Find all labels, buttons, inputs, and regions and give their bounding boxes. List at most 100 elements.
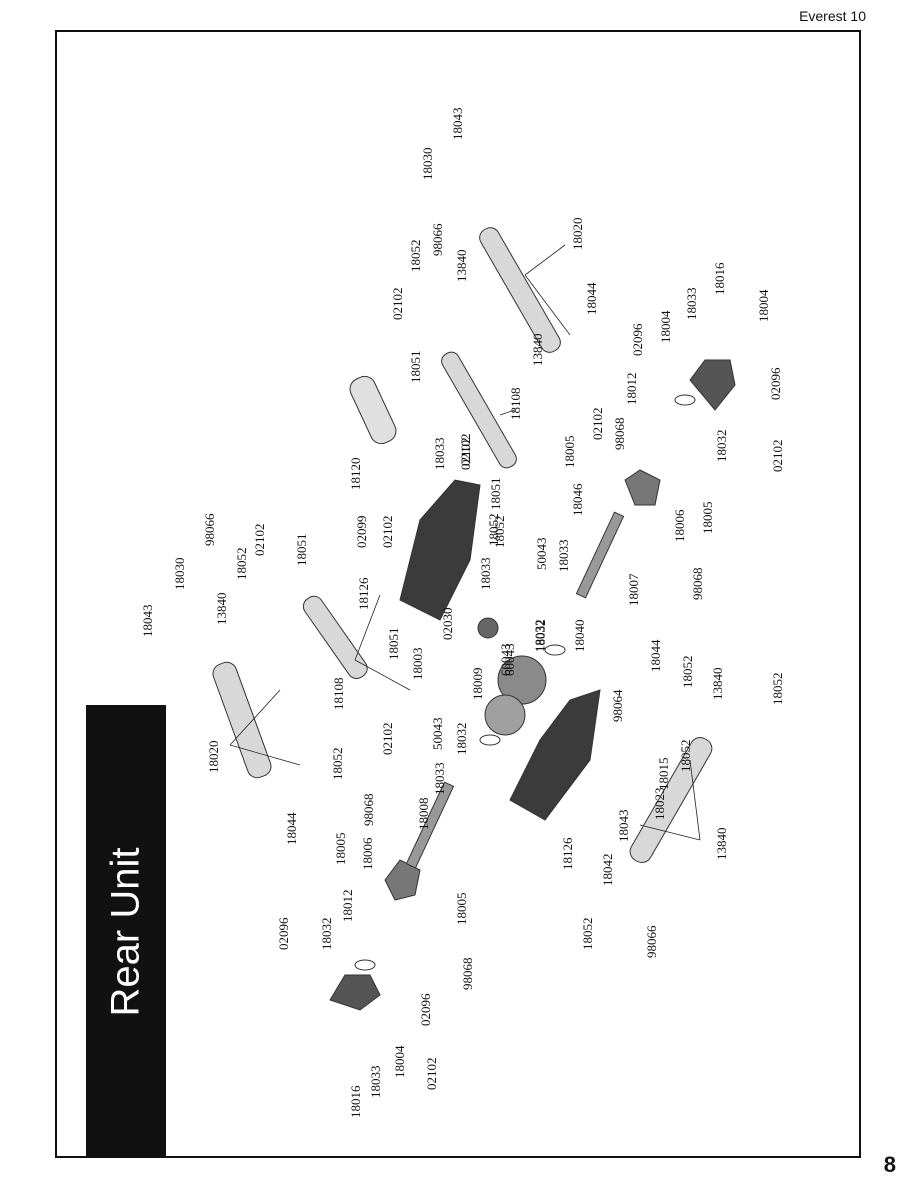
part-label: 02096: [276, 917, 291, 950]
part-label: 18052: [680, 656, 695, 689]
part-label: 18033: [432, 763, 447, 796]
part-label: 18051: [408, 351, 423, 384]
part-label: 18005: [454, 893, 469, 926]
bearing: [479, 734, 501, 746]
part-label: 18008: [416, 798, 431, 831]
part-label: 02102: [458, 438, 473, 471]
carrier-left: [384, 859, 421, 901]
axle-housing-upper: [399, 479, 481, 621]
part-label: 18007: [626, 573, 641, 606]
part-label: 18012: [340, 890, 355, 923]
document-header-title: Everest 10: [799, 8, 866, 24]
part-label: 60043: [502, 644, 517, 677]
part-label: 02102: [252, 524, 267, 557]
part-label: 18044: [284, 812, 299, 845]
part-label: 18044: [648, 639, 663, 672]
part-label: 18051: [386, 628, 401, 661]
bearing: [544, 644, 566, 656]
part-label: 18043: [616, 810, 631, 843]
part-label: 18020: [570, 218, 585, 251]
part-label: 13840: [530, 334, 545, 367]
part-label: 18033: [368, 1066, 383, 1099]
part-label: 18033: [556, 540, 571, 573]
part-label: 18032: [533, 620, 548, 653]
part-label: 18005: [700, 502, 715, 535]
part-label: 18033: [432, 438, 447, 471]
part-label: 18052: [770, 673, 785, 706]
part-label: 13840: [710, 668, 725, 701]
part-label: 18032: [714, 430, 729, 463]
knuckle-left: [329, 974, 381, 1011]
part-label: 18052: [678, 740, 693, 773]
part-label: 98068: [612, 418, 627, 451]
part-label: 18043: [140, 605, 155, 638]
rear-link-right: [441, 351, 517, 469]
part-label: 18042: [600, 854, 615, 887]
part-label: 98064: [610, 689, 625, 722]
part-label: 02102: [458, 434, 473, 467]
leader-lines: [229, 244, 701, 841]
part-label: 02096: [768, 367, 783, 400]
part-label: 18030: [172, 558, 187, 591]
rear-upper-link-mid: [302, 595, 368, 680]
part-label: 98068: [460, 958, 475, 991]
part-label: 18052: [580, 918, 595, 951]
part-label: 18030: [420, 148, 435, 181]
part-label: 98066: [644, 925, 659, 958]
part-label: 18005: [562, 436, 577, 469]
part-label: 02030: [440, 608, 455, 641]
part-label: 13840: [214, 593, 229, 626]
part-label: 18005: [333, 833, 348, 866]
part-label: 18126: [560, 837, 575, 870]
part-label: 18120: [348, 458, 363, 491]
part-label: 18108: [331, 678, 346, 711]
part-label: 02102: [390, 288, 405, 321]
bearing: [674, 394, 696, 406]
part-label: 18052: [408, 240, 423, 273]
part-label: 18032: [454, 723, 469, 756]
part-label: 18006: [672, 509, 687, 542]
part-label: 18009: [470, 668, 485, 701]
bearing: [354, 959, 376, 971]
part-label: 98066: [202, 513, 217, 546]
part-label: 18033: [684, 288, 699, 321]
part-label: 02102: [770, 440, 785, 473]
part-label: 18003: [410, 648, 425, 681]
part-label: 18016: [712, 262, 727, 295]
part-label: 18052: [234, 548, 249, 581]
drive-shaft-right: [575, 511, 625, 599]
differential-case: [484, 694, 526, 736]
section-title-block: Rear Unit: [86, 705, 166, 1158]
part-label: 60043: [498, 644, 513, 677]
part-label: 18051: [294, 534, 309, 567]
part-label: 18108: [508, 388, 523, 421]
part-label: 50043: [534, 538, 549, 571]
part-label: 18052: [486, 514, 501, 547]
part-label: 18006: [360, 837, 375, 870]
part-label: 18044: [584, 282, 599, 315]
part-label: 18052: [330, 748, 345, 781]
part-label: 02102: [380, 516, 395, 549]
rear-shock-body: [349, 375, 397, 445]
part-label: 02096: [630, 323, 645, 356]
part-label: 18004: [756, 289, 771, 322]
part-label: 18015: [656, 758, 671, 791]
axle-housing-lower: [509, 689, 601, 821]
part-label: 18040: [572, 620, 587, 653]
part-label: 02096: [418, 993, 433, 1026]
part-label: 18126: [356, 577, 371, 610]
part-label: 18020: [206, 741, 221, 774]
part-label: 98066: [430, 223, 445, 256]
page-frame: [55, 30, 861, 1158]
knuckle-right: [689, 359, 736, 411]
part-label: 13840: [454, 250, 469, 283]
drive-shaft-left: [405, 781, 455, 869]
part-label: 18004: [658, 310, 673, 343]
part-label: 50043: [430, 718, 445, 751]
part-label: 02102: [590, 408, 605, 441]
part-label: 18016: [348, 1085, 363, 1118]
part-label: 98068: [361, 794, 376, 827]
part-label: 18043: [450, 108, 465, 141]
